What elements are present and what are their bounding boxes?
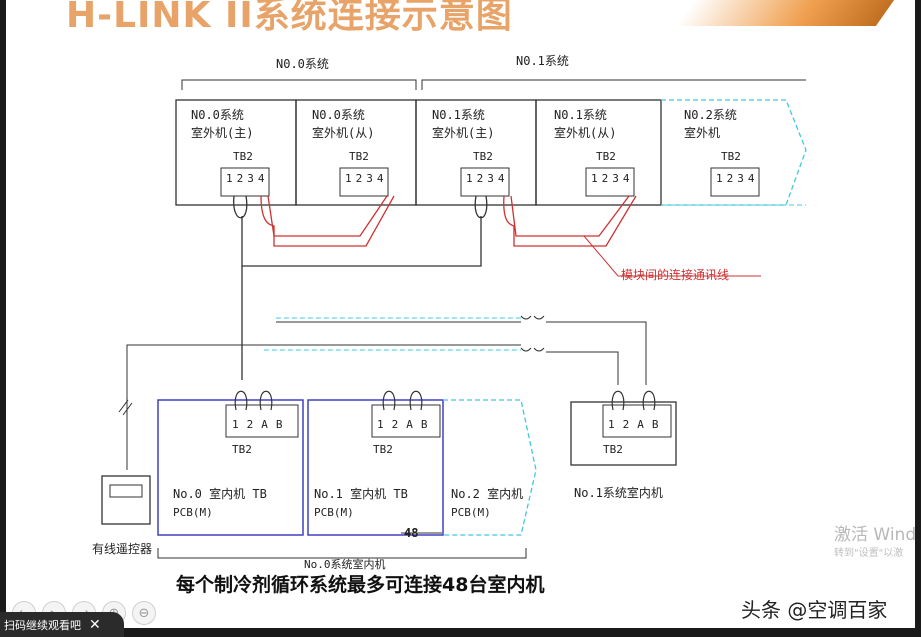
indoor-1-line1: No.1 室内机 TB <box>314 487 408 501</box>
indoor-1-line2: PCB(M) <box>314 506 354 519</box>
indoor-1-tb: TB2 <box>373 443 393 456</box>
remote-break <box>118 399 133 416</box>
brace-indoor <box>157 548 527 559</box>
brand-watermark: 头条 @空调百家 <box>741 598 888 622</box>
outdoor-2-line1: N0.1系统 <box>432 108 485 122</box>
outdoor-0-terminals: 1234 <box>226 172 269 185</box>
indoor-box-0 <box>157 399 304 536</box>
outdoor-3-line1: N0.1系统 <box>554 108 607 122</box>
break-marks <box>520 315 545 352</box>
outdoor-3-line2: 室外机(从) <box>554 126 617 140</box>
outdoor-0-tb: TB2 <box>233 150 253 163</box>
slide-title: H-LINK II系统连接示意图 <box>66 0 513 36</box>
outdoor-1-line2: 室外机(从) <box>312 126 375 140</box>
red-wire-0 <box>260 195 395 247</box>
outdoor-2-terminals: 1234 <box>466 172 509 185</box>
red-wire-1 <box>503 195 637 247</box>
red-wire-1b <box>510 195 630 237</box>
remote-controller <box>101 475 151 525</box>
close-icon[interactable]: ✕ <box>89 616 101 633</box>
outdoor-1-line1: N0.0系统 <box>312 108 365 122</box>
slide-frame: H-LINK II系统连接示意图 <box>6 0 915 628</box>
indoor-terminal-blocks <box>225 404 672 438</box>
remote-display <box>109 484 143 498</box>
indoor-box-1 <box>307 399 444 536</box>
activation-watermark-title: 激活 Wind <box>834 525 915 545</box>
indoor-sys1-terminals: 12AB <box>608 418 667 431</box>
red-wire-0b <box>267 195 388 237</box>
indoor-2-line1: No.2 室内机 <box>451 487 524 501</box>
outdoor-2-line2: 室外机(主) <box>432 126 495 140</box>
outdoor-0-line1: N0.0系统 <box>191 108 244 122</box>
indoor-0-line2: PCB(M) <box>173 506 213 519</box>
outdoor-4-line1: N0.2系统 <box>684 108 737 122</box>
indoor-2-line2: PCB(M) <box>451 506 491 519</box>
indoor-bus-top <box>276 321 647 385</box>
bottom-caption: 每个制冷剂循环系统最多可连接48台室内机 <box>176 574 545 596</box>
outdoor-1-terminals: 1234 <box>345 172 388 185</box>
red-leader <box>583 235 761 277</box>
outdoor-box-3 <box>535 99 662 206</box>
brace-system0 <box>181 79 417 90</box>
outdoor-terminal-blocks <box>220 167 760 197</box>
scan-text: 扫码继续观看吧 <box>4 618 81 632</box>
system1-indoor-label: No.1系统室内机 <box>574 486 663 500</box>
wiring-diagram <box>101 79 807 559</box>
outdoor-0-line2: 室外机(主) <box>191 126 254 140</box>
indoor-0-line1: No.0 室内机 TB <box>173 487 267 501</box>
zoom-out-icon[interactable]: ⊖ <box>132 601 156 625</box>
group-label-system1: N0.1系统 <box>516 54 569 68</box>
indoor-1-terminals: 12AB <box>377 418 436 431</box>
outdoor-4-terminals: 1234 <box>716 172 759 185</box>
outdoor-4-tb: TB2 <box>721 150 741 163</box>
indoor-0-terminals: 12AB <box>232 418 291 431</box>
indoor-bus-mid <box>264 344 619 385</box>
outdoor-1-tb: TB2 <box>349 150 369 163</box>
indoor-loops <box>234 390 656 411</box>
outdoor-4-line2: 室外机 <box>684 126 721 140</box>
red-wire-label: 模块间的连接通讯线 <box>621 268 730 282</box>
hlink-wire-outdoor <box>233 195 488 267</box>
outdoor-2-tb: TB2 <box>473 150 493 163</box>
remote-wire <box>126 344 264 470</box>
indoor-0-tb: TB2 <box>232 443 252 456</box>
indoor-box-2 <box>443 399 537 536</box>
system0-indoor-label: No.0系统室内机 <box>304 558 386 571</box>
group-label-system0: N0.0系统 <box>276 57 329 71</box>
scan-banner[interactable]: 扫码继续观看吧 ✕ <box>0 612 124 637</box>
count-badge: 48 <box>404 526 419 540</box>
outdoor-box-4 <box>661 99 807 206</box>
outdoor-3-tb: TB2 <box>596 150 616 163</box>
indoor-sys1-tb: TB2 <box>603 443 623 456</box>
remote-label: 有线遥控器 <box>92 542 153 556</box>
outdoor-3-terminals: 1234 <box>591 172 634 185</box>
brace-system1 <box>421 79 806 90</box>
activation-watermark-sub: 转到"设置"以激 <box>834 548 904 559</box>
